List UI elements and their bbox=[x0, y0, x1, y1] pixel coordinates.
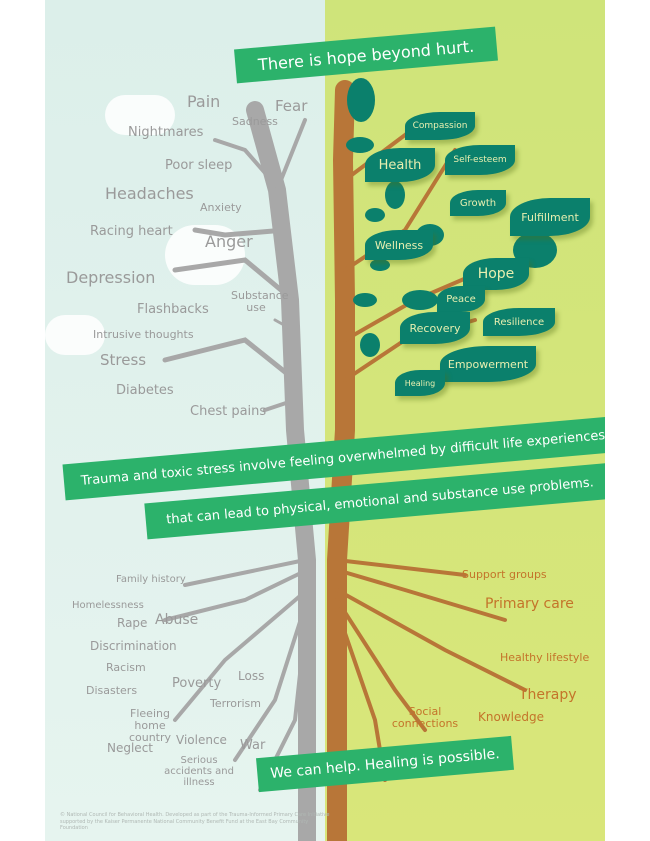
small-leaves bbox=[346, 78, 557, 357]
leaf-resilience: Resilience bbox=[483, 308, 555, 336]
branch-label: Chest pains bbox=[190, 404, 267, 419]
leaf-healing: Healing bbox=[395, 370, 445, 396]
cloud bbox=[105, 95, 175, 135]
root-label: Social connections bbox=[391, 705, 459, 731]
root-label: War bbox=[240, 738, 266, 753]
root-label: Disasters bbox=[86, 684, 138, 697]
left-half-background bbox=[45, 0, 325, 841]
root-label: Discrimination bbox=[90, 639, 177, 653]
leaf-peace: Peace bbox=[437, 286, 485, 312]
branch-label: Anxiety bbox=[200, 201, 242, 214]
branch-label: Sadness bbox=[232, 115, 278, 128]
root-label: Serious accidents and illness bbox=[164, 755, 234, 788]
branch-label: Nightmares bbox=[128, 125, 204, 140]
gray-tree bbox=[162, 101, 316, 841]
cloud bbox=[45, 315, 105, 355]
branch-label: Flashbacks bbox=[137, 302, 209, 317]
root-label: Fleeing home country bbox=[128, 707, 172, 745]
branch-label: Poor sleep bbox=[165, 158, 233, 173]
leaf-growth: Growth bbox=[450, 190, 506, 216]
branch-label: Stress bbox=[100, 351, 147, 369]
root-label: Terrorism bbox=[210, 697, 261, 710]
leaf-hope: Hope bbox=[463, 258, 529, 290]
root-label: Knowledge bbox=[478, 710, 544, 724]
root-label: Therapy bbox=[519, 687, 577, 703]
root-label: Abuse bbox=[155, 612, 199, 628]
root-label: Poverty bbox=[172, 676, 222, 691]
leaf-compassion: Compassion bbox=[405, 112, 475, 140]
branch-label: Pain bbox=[187, 92, 221, 111]
root-label: Neglect bbox=[107, 741, 153, 755]
branch-label: Anger bbox=[205, 232, 253, 251]
root-label: Family history bbox=[116, 574, 186, 585]
branch-label: Headaches bbox=[105, 184, 194, 203]
leaf-health: Health bbox=[365, 148, 435, 182]
branch-label: Intrusive thoughts bbox=[93, 328, 194, 341]
branch-label: Depression bbox=[66, 268, 156, 287]
leaf-recovery: Recovery bbox=[400, 312, 470, 344]
leaf-wellness: Wellness bbox=[365, 230, 433, 260]
root-label: Healthy lifestyle bbox=[500, 651, 590, 664]
branch-label: Substance use bbox=[231, 289, 289, 315]
branch-label: Fear bbox=[275, 97, 308, 115]
branch-label: Racing heart bbox=[90, 224, 173, 239]
root-label: Primary care bbox=[485, 596, 574, 612]
branch-label: Diabetes bbox=[116, 383, 174, 398]
root-label: Racism bbox=[106, 661, 146, 674]
root-label: Support groups bbox=[462, 568, 547, 581]
leaf-empowerment: Empowerment bbox=[440, 346, 536, 382]
root-label: Violence bbox=[176, 733, 227, 747]
leaf-self-esteem: Self-esteem bbox=[445, 145, 515, 175]
poster: Pain Fear Sadness Nightmares Poor sleep … bbox=[45, 0, 605, 841]
root-label: Homelessness bbox=[72, 600, 144, 611]
root-label: Loss bbox=[238, 669, 265, 683]
root-label: Rape bbox=[117, 616, 148, 630]
footnote: © National Council for Behavioral Health… bbox=[60, 812, 330, 831]
leaf-fulfillment: Fulfillment bbox=[510, 198, 590, 236]
